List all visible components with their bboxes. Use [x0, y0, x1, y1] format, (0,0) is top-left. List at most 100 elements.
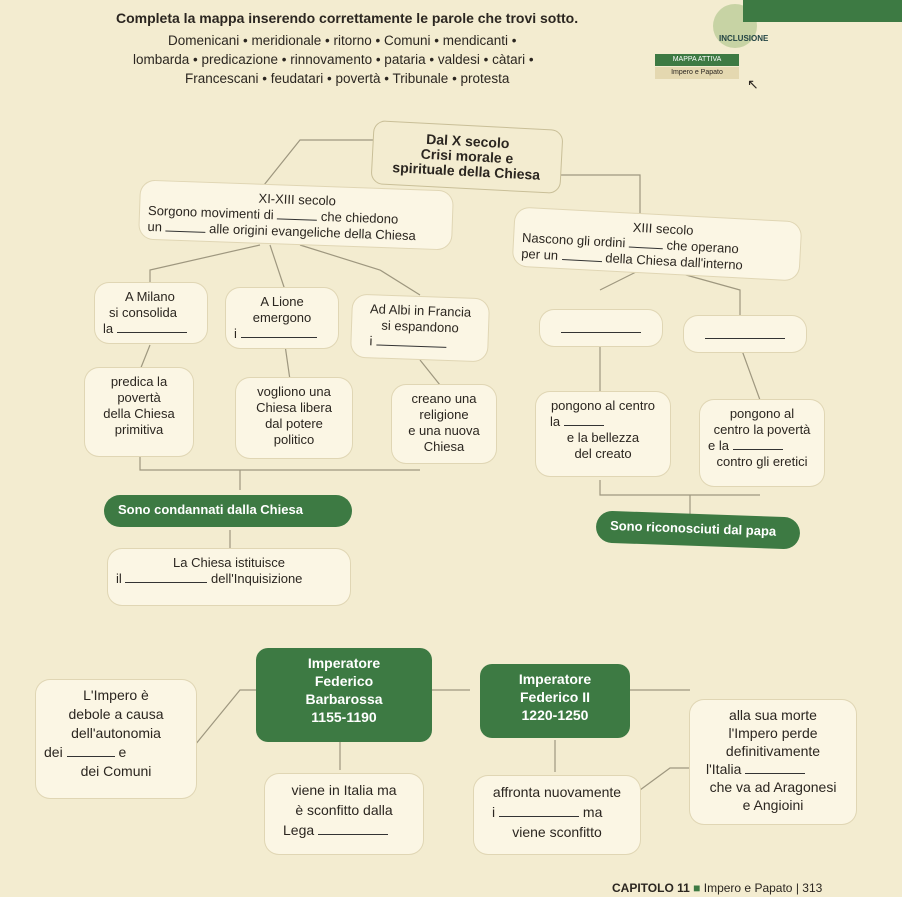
poverta-line-2: centro la povertà [713, 422, 811, 437]
morte-line-6: e Angioini [742, 797, 804, 813]
cursor-icon: ↖ [747, 76, 759, 92]
poverta-line-4: contro gli eretici [716, 454, 808, 469]
morte-line-2: l'Impero perde [728, 725, 818, 741]
chiesa-libera-line-3: dal potere [265, 416, 323, 431]
blank-rinnovamento[interactable] [561, 249, 603, 263]
morte-line-3: definitivamente [725, 743, 821, 759]
root-node: Dal X secolo Crisi morale e spirituale d… [370, 120, 564, 194]
poverta-line-3: e la [708, 438, 729, 453]
blank-domenicani[interactable] [561, 322, 641, 333]
federico2-box: Imperatore Federico II 1220-1250 [480, 664, 630, 738]
page-footer: CAPITOLO 11 ■ Impero e Papato | 313 [612, 881, 822, 895]
lione-line-2: emergono [252, 310, 312, 325]
inquisizione-box: La Chiesa istituisce il dell'Inquisizion… [108, 549, 350, 605]
word-bank-line-3: Francescani • feudatari • povertà • Trib… [185, 71, 510, 86]
impero-line-3: dell'autonomia [71, 725, 161, 741]
milano-box: A Milano si consolida la [95, 283, 207, 343]
predica-box: predica la povertà della Chiesa primitiv… [85, 368, 193, 456]
badge-title: MAPPA ATTIVA [655, 54, 739, 66]
barbarossa-line-2: Federico [314, 673, 374, 689]
predica-line-3: della Chiesa [103, 406, 175, 421]
footer-divider: | [795, 881, 799, 895]
italia-line-1: viene in Italia ma [291, 782, 397, 798]
blank-tribunale[interactable] [125, 572, 208, 583]
centro-line-3: e la bellezza [566, 430, 640, 445]
centro-line-2: la [550, 414, 561, 429]
poverta-box: pongono al centro la povertà e la contro… [700, 400, 824, 486]
word-bank-line-1: Domenicani • meridionale • ritorno • Com… [168, 33, 517, 48]
barbarossa-line-3: Barbarossa [305, 691, 383, 707]
left-branch-box: XI-XIII secolo Sorgono movimenti di che … [139, 180, 453, 250]
blank-predicazione[interactable] [732, 439, 783, 450]
predica-line-1: predica la [110, 374, 168, 389]
impero-line-4a: dei [44, 744, 63, 760]
affronta-line-2a: i [492, 804, 496, 820]
condannati-pill: Sono condannati dalla Chiesa [104, 495, 352, 527]
affronta-line-3: viene sconfitto [512, 824, 602, 840]
word-bank-line-2: lombarda • predicazione • rinnovamento •… [133, 52, 534, 67]
barbarossa-line-1: Imperatore [307, 655, 381, 671]
religione-line-2: religione [419, 407, 469, 422]
religione-line-1: creano una [411, 391, 477, 406]
lione-line-1: A Lione [260, 294, 304, 309]
predica-line-4: primitiva [114, 422, 164, 437]
centro-line-1: pongono al centro [550, 398, 656, 413]
left-branch-text-2: che chiedono [320, 208, 399, 227]
blank-movimenti[interactable] [277, 208, 318, 221]
chapter-topic: Impero e Papato [703, 881, 793, 895]
inclusione-label: INCLUSIONE [719, 34, 769, 43]
impero-line-1: L'Impero è [83, 687, 149, 703]
blank-pataria[interactable] [116, 322, 187, 333]
blank-ordini[interactable] [628, 236, 664, 250]
impero-box: L'Impero è debole a causa dell'autonomia… [36, 680, 196, 798]
green-strip [743, 0, 902, 22]
federico2-line-2: Federico II [519, 689, 591, 705]
poverta-line-1: pongono al [729, 406, 795, 421]
badge-subtitle: Impero e Papato [655, 67, 739, 79]
morte-line-5: che va ad Aragonesi [709, 779, 837, 795]
blank-valdesi[interactable] [240, 327, 317, 338]
inquisizione-line-2b: dell'Inquisizione [211, 571, 303, 586]
impero-line-4b: e [118, 744, 127, 760]
albi-line-3: i [369, 333, 373, 349]
lione-box: A Lione emergono i [226, 288, 338, 348]
religione-line-3: e una nuova [408, 423, 480, 438]
italia-box: viene in Italia ma è sconfitto dalla Leg… [265, 774, 423, 854]
blank-meridionale[interactable] [745, 763, 806, 774]
centro-box: pongono al centro la e la bellezza del c… [536, 392, 670, 476]
centro-line-4: del creato [574, 446, 632, 461]
chiesa-libera-line-2: Chiesa libera [256, 400, 332, 415]
page-number: 313 [802, 881, 823, 895]
inquisizione-line-1: La Chiesa istituisce [173, 555, 285, 570]
milano-line-3: la [103, 321, 114, 336]
blank-comuni[interactable] [499, 806, 580, 817]
morte-box: alla sua morte l'Impero perde definitiva… [690, 700, 856, 824]
instruction-text: Completa la mappa inserendo correttament… [116, 10, 579, 26]
milano-line-2: si consolida [109, 305, 177, 320]
mappa-attiva-badge: INCLUSIONE MAPPA ATTIVA Impero e Papato … [655, 0, 902, 95]
morte-line-4: l'Italia [706, 761, 742, 777]
federico2-line-3: 1220-1250 [521, 707, 589, 723]
affronta-line-1: affronta nuovamente [492, 784, 622, 800]
religione-line-4: Chiesa [423, 439, 465, 454]
blank-centro[interactable] [563, 415, 604, 426]
albi-box: Ad Albi in Francia si espandono i [350, 294, 490, 362]
blank-lombarda[interactable] [318, 824, 389, 835]
order-2-box [684, 316, 806, 352]
square-bullet-icon: ■ [693, 881, 701, 895]
order-1-box [540, 310, 662, 346]
blank-catari[interactable] [375, 334, 447, 348]
blank-feudatari[interactable] [66, 746, 115, 757]
blank-ritorno[interactable] [165, 220, 206, 233]
inquisizione-line-2a: il [116, 571, 122, 586]
lione-line-3: i [234, 326, 237, 341]
impero-line-5: dei Comuni [80, 763, 152, 779]
italia-line-2: è sconfitto dalla [295, 802, 393, 818]
milano-line-1: A Milano [125, 289, 175, 304]
italia-line-3: Lega [283, 822, 315, 838]
morte-line-1: alla sua morte [729, 707, 817, 723]
blank-francescani[interactable] [705, 328, 785, 339]
chiesa-libera-box: vogliono una Chiesa libera dal potere po… [236, 378, 352, 458]
chiesa-libera-line-1: vogliono una [257, 384, 331, 399]
affronta-line-2b: ma [582, 804, 603, 820]
